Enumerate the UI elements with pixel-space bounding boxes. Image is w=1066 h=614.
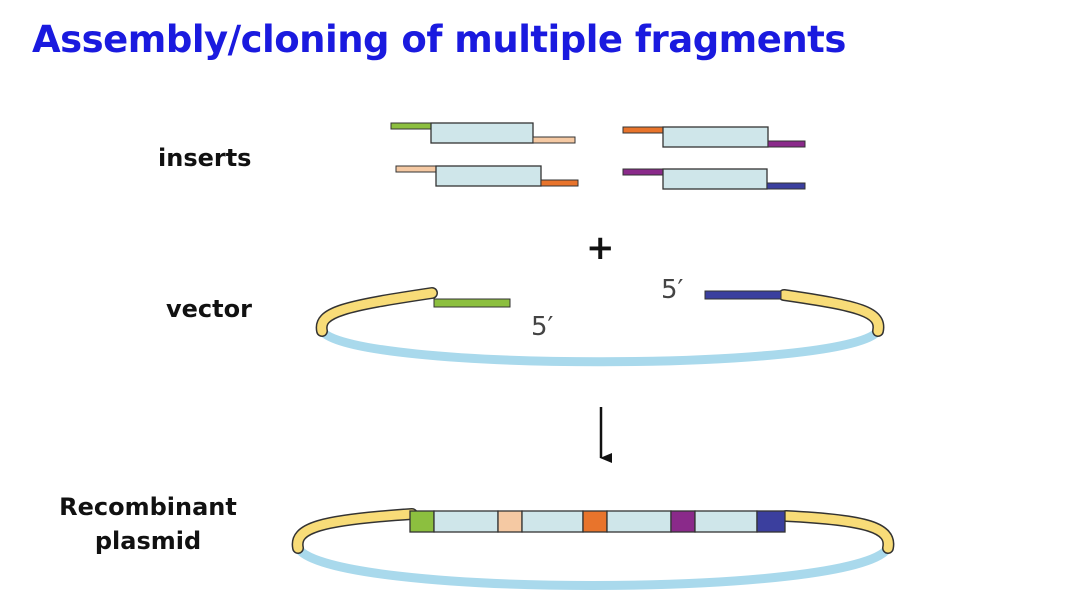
- junction-green: [409, 510, 435, 533]
- insert2-left-overhang: [395, 165, 437, 173]
- insert4-right-overhang: [766, 182, 806, 190]
- vector-backbone: [317, 326, 883, 367]
- insert-fragment-2: [395, 165, 579, 187]
- junction-purple: [670, 510, 696, 533]
- insert3-left-overhang: [622, 126, 664, 134]
- insert1-body: [430, 122, 534, 144]
- inserts-label: inserts: [158, 144, 252, 172]
- junction-peach: [497, 510, 523, 533]
- vector-left-overhang: [433, 298, 511, 308]
- insert4-body: [662, 168, 768, 190]
- recombinant-label-line1: Recombinant: [59, 493, 237, 521]
- linear-vector: [315, 287, 885, 367]
- junction-orange: [582, 510, 608, 533]
- recombinant-plasmid-label: Recombinant plasmid: [22, 490, 274, 558]
- assembled-fragment-row: [409, 510, 786, 533]
- insert3-body: [662, 126, 769, 148]
- insert3-right-overhang: [767, 140, 806, 148]
- junction-navy: [756, 510, 786, 533]
- segment-insert-1: [433, 510, 499, 533]
- plus-sign: +: [586, 228, 615, 268]
- vector-label: vector: [166, 295, 252, 323]
- insert1-right-overhang: [532, 136, 576, 144]
- segment-insert-3: [606, 510, 672, 533]
- insert2-body: [435, 165, 542, 187]
- insert1-left-overhang: [390, 122, 432, 130]
- recombinant-label-line2: plasmid: [94, 527, 202, 555]
- five-prime-label-left: 5′: [531, 312, 554, 342]
- vector-right-overhang: [704, 290, 782, 300]
- page-title: Assembly/cloning of multiple fragments: [32, 18, 846, 61]
- plasmid-backbone: [293, 543, 893, 590]
- insert-fragment-1: [390, 122, 576, 144]
- segment-insert-4: [694, 510, 758, 533]
- recombinant-plasmid: [291, 508, 895, 590]
- segment-insert-2: [521, 510, 584, 533]
- five-prime-label-right: 5′: [661, 275, 684, 305]
- insert-fragment-4: [622, 168, 806, 190]
- insert4-left-overhang: [622, 168, 664, 176]
- insert2-right-overhang: [540, 179, 579, 187]
- insert-fragment-3: [622, 126, 806, 148]
